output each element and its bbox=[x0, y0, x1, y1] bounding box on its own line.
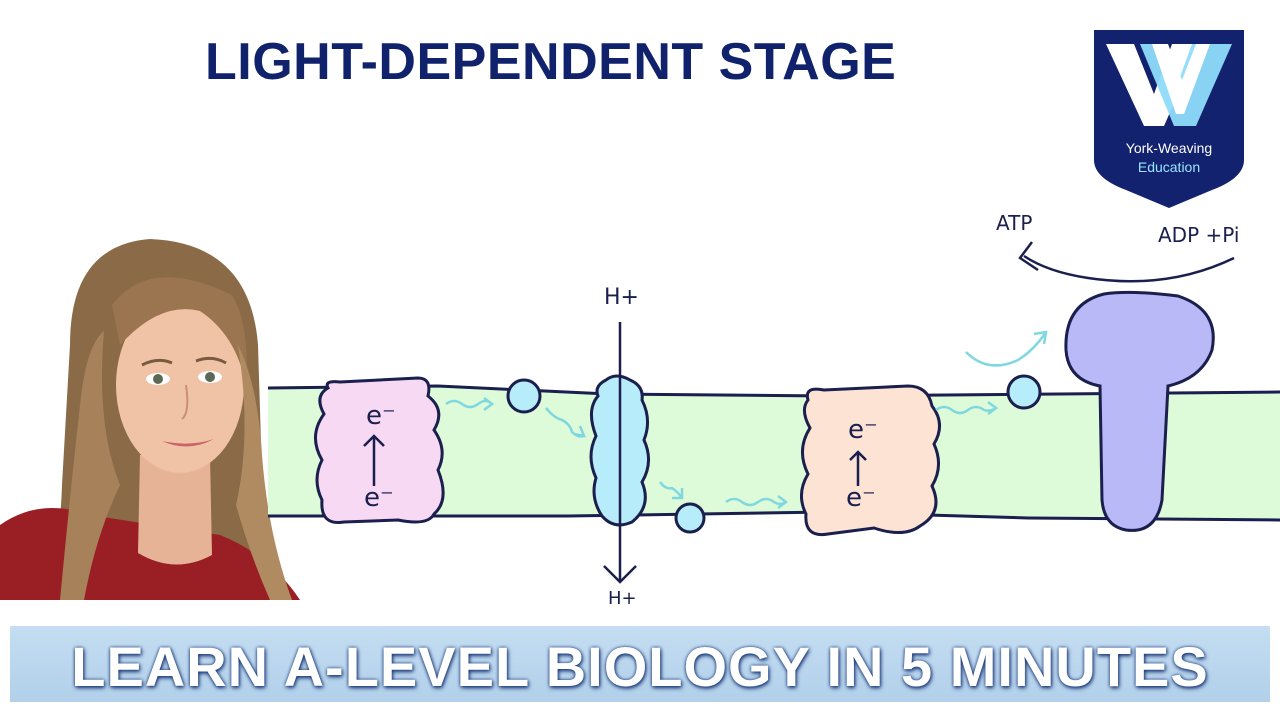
ps2-electron-top: e⁻ bbox=[848, 415, 878, 445]
h-plus-top-label: H+ bbox=[604, 285, 639, 310]
bottom-banner: LEARN A-LEVEL BIOLOGY IN 5 MINUTES bbox=[10, 626, 1270, 702]
electron-flow-arrows-icon bbox=[445, 330, 1048, 509]
logo-name-line1: York-Weaving bbox=[1125, 140, 1213, 156]
electron-carrier-2 bbox=[674, 502, 706, 534]
electron-carrier-1 bbox=[506, 378, 542, 414]
presenter-photo bbox=[0, 235, 300, 600]
ps2-electron-bottom: e⁻ bbox=[846, 483, 876, 513]
brand-logo: York-Weaving Education bbox=[1092, 28, 1246, 210]
proton-flow-arrow-icon bbox=[603, 322, 637, 584]
presenter-portrait-icon bbox=[0, 239, 300, 600]
ps2-up-arrow-icon bbox=[849, 450, 867, 486]
logo-name-line2: Education bbox=[1137, 159, 1201, 175]
electron-carrier-3 bbox=[1006, 374, 1042, 410]
atp-synthesis-arrow-icon bbox=[1018, 241, 1235, 283]
banner-text: LEARN A-LEVEL BIOLOGY IN 5 MINUTES bbox=[71, 635, 1209, 698]
shield-logo-icon bbox=[1094, 30, 1244, 208]
page-title: LIGHT-DEPENDENT STAGE bbox=[205, 33, 897, 91]
ps1-electron-bottom: e⁻ bbox=[364, 483, 394, 513]
atp-synthase-protein bbox=[1064, 290, 1215, 532]
h-plus-bottom-label: H+ bbox=[608, 588, 637, 609]
thylakoid-membrane bbox=[268, 386, 1280, 520]
ps1-up-arrow-icon bbox=[363, 434, 385, 486]
photosystem-1-protein bbox=[314, 376, 445, 525]
ps1-electron-top: e⁻ bbox=[366, 401, 396, 431]
adp-label: ADP +Pi bbox=[1158, 223, 1239, 247]
atp-label: ATP bbox=[996, 211, 1032, 235]
electron-transport-diagram: e⁻ e⁻ H+ H+ e⁻ e⁻ ATP ADP +Pi bbox=[267, 200, 1280, 620]
photosystem-2-protein bbox=[800, 384, 941, 537]
